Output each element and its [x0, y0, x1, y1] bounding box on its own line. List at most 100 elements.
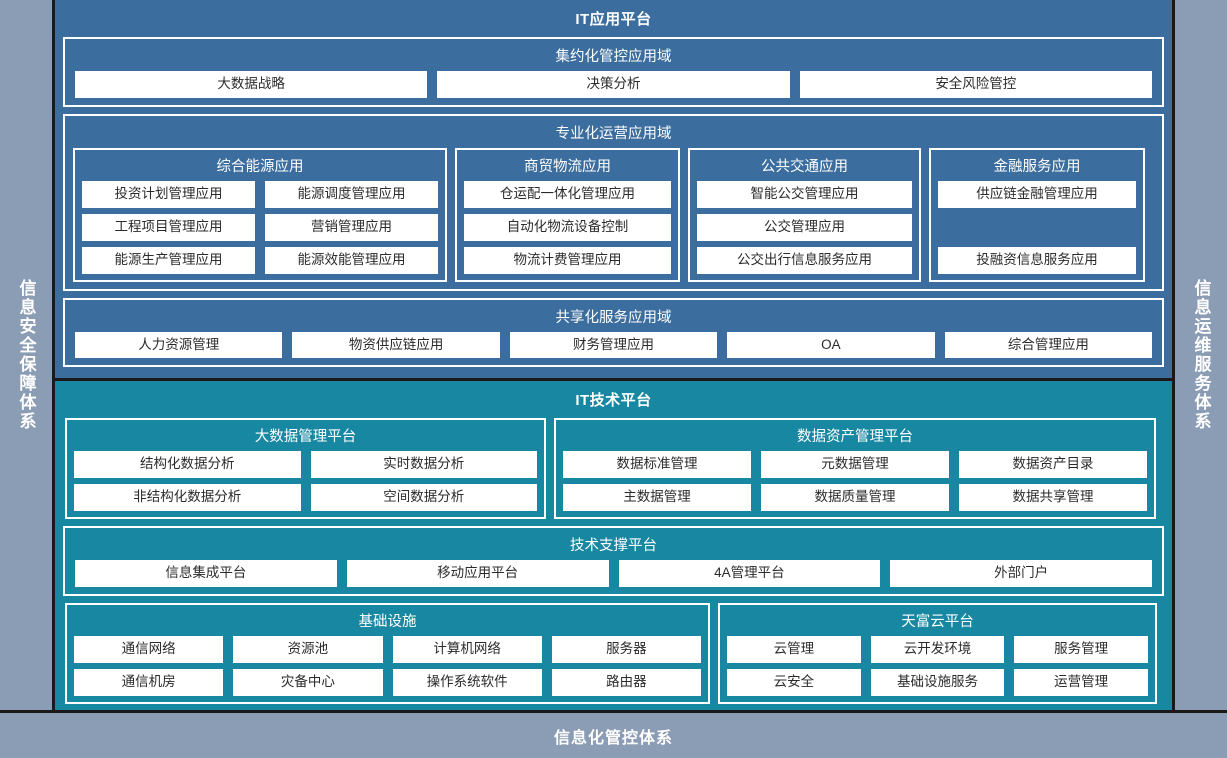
item-energy-efficiency-mgmt[interactable]: 能源效能管理应用 [265, 246, 438, 274]
item-big-data-strategy[interactable]: 大数据战略 [75, 71, 428, 98]
group-trade-logistics: 商贸物流应用 仓运配一体化管理应用 自动化物流设备控制 物流计费管理应用 [455, 147, 680, 282]
item-integrated-warehouse-transport[interactable]: 仓运配一体化管理应用 [464, 180, 671, 208]
group-financial-services-title: 金融服务应用 [993, 158, 1081, 175]
right-rail-it-operations-service: 信息运维服务体系 [1172, 0, 1227, 710]
group-row: 公交出行信息服务应用 [695, 246, 914, 274]
item-investment-plan-mgmt[interactable]: 投资计划管理应用 [82, 180, 255, 208]
group-trade-logistics-title: 商贸物流应用 [524, 158, 611, 175]
item-data-standard-mgmt[interactable]: 数据标准管理 [563, 451, 751, 479]
item-unstructured-data-analysis[interactable]: 非结构化数据分析 [74, 484, 301, 512]
group-big-data-platform-title: 大数据管理平台 [254, 429, 357, 446]
item-security-risk-control[interactable]: 安全风险管控 [799, 71, 1152, 98]
item-operating-system-software[interactable]: 操作系统软件 [392, 668, 542, 696]
item-financial-management[interactable]: 财务管理应用 [509, 331, 718, 359]
group-data-asset-platform: 数据资产管理平台 数据标准管理 元数据管理 数据资产目录 主数据管理 数据质量管… [554, 418, 1156, 520]
group-tianfu-cloud-platform: 天富云平台 云管理 云开发环境 服务管理 云安全 基础设施服务 运营管理 [718, 603, 1157, 704]
group-tianfu-cloud-platform-title: 天富云平台 [901, 614, 974, 630]
item-computer-network[interactable]: 计算机网络 [392, 636, 542, 663]
group-technical-support-platform-title: 技术支撑平台 [570, 538, 657, 555]
group-big-data-platform: 大数据管理平台 结构化数据分析 实时数据分析 非结构化数据分析 空间数据分析 [65, 418, 546, 520]
item-data-quality-mgmt[interactable]: 数据质量管理 [761, 484, 949, 512]
item-operations-management[interactable]: 运营管理 [1014, 668, 1149, 696]
item-hr-management[interactable]: 人力资源管理 [75, 331, 283, 359]
group-financial-services: 金融服务应用 供应链金融管理应用 投融资信息服务应用 [929, 147, 1145, 282]
item-master-data-mgmt[interactable]: 主数据管理 [563, 484, 751, 512]
it-technology-platform: IT技术平台 大数据管理平台 结构化数据分析 实时数据分析 非结构化数据分析 空… [55, 378, 1172, 711]
group-row: 投融资信息服务应用 [936, 246, 1138, 274]
item-cloud-security[interactable]: 云安全 [727, 668, 861, 696]
item-material-supply-chain[interactable]: 物资供应链应用 [292, 331, 500, 359]
group-row: 投资计划管理应用 能源调度管理应用 [80, 180, 440, 208]
domain-shared-services-title: 共享化服务应用域 [555, 309, 672, 326]
group-technical-support-platform: 技术支撑平台 信息集成平台 移动应用平台 4A管理平台 外部门户 [63, 526, 1164, 596]
domain-shared-services-items: 人力资源管理 物资供应链应用 财务管理应用 OA 综合管理应用 [71, 331, 1156, 359]
domain-professional-operations-title: 专业化运营应用域 [555, 125, 672, 142]
group-row: 公交管理应用 [695, 213, 914, 241]
tech-groups-row-1: 大数据管理平台 结构化数据分析 实时数据分析 非结构化数据分析 空间数据分析 数… [55, 418, 1172, 520]
group-row: 云安全 基础设施服务 运营管理 [725, 668, 1150, 696]
item-communication-room[interactable]: 通信机房 [74, 668, 224, 696]
it-application-platform-title: IT应用平台 [575, 11, 652, 28]
item-supply-chain-finance-mgmt[interactable]: 供应链金融管理应用 [938, 180, 1136, 208]
item-communication-network[interactable]: 通信网络 [74, 636, 224, 663]
item-oa[interactable]: OA [727, 331, 935, 359]
item-comprehensive-management[interactable]: 综合管理应用 [944, 331, 1153, 359]
group-integrated-energy-title: 综合能源应用 [216, 158, 304, 175]
item-investment-financing-info-service[interactable]: 投融资信息服务应用 [938, 246, 1136, 274]
item-realtime-data-analysis[interactable]: 实时数据分析 [310, 451, 537, 479]
group-row [936, 214, 1138, 241]
item-infrastructure-service[interactable]: 基础设施服务 [870, 668, 1005, 696]
item-logistics-billing-mgmt[interactable]: 物流计费管理应用 [464, 246, 671, 274]
bottom-bar-informatization-governance: 信息化管控体系 [0, 710, 1227, 758]
domain-intensive-control-items: 大数据战略 决策分析 安全风险管控 [71, 71, 1156, 98]
item-cloud-dev-environment[interactable]: 云开发环境 [870, 636, 1005, 663]
item-energy-production-mgmt[interactable]: 能源生产管理应用 [82, 246, 255, 274]
group-row: 通信机房 灾备中心 操作系统软件 路由器 [72, 668, 703, 696]
it-technology-platform-title: IT技术平台 [575, 392, 652, 410]
item-information-integration-platform[interactable]: 信息集成平台 [75, 560, 337, 587]
item-metadata-mgmt[interactable]: 元数据管理 [761, 451, 949, 479]
left-rail-information-security: 信息安全保障体系 [0, 0, 55, 710]
item-bus-mgmt[interactable]: 公交管理应用 [697, 213, 912, 241]
tech-groups-row-2: 基础设施 通信网络 资源池 计算机网络 服务器 通信机房 灾备中心 操作系统软件… [55, 603, 1172, 704]
item-marketing-mgmt[interactable]: 营销管理应用 [265, 213, 438, 241]
item-placeholder [938, 214, 1136, 241]
item-decision-analysis[interactable]: 决策分析 [437, 71, 790, 98]
item-4a-management-platform[interactable]: 4A管理平台 [618, 560, 881, 587]
it-application-platform: IT应用平台 集约化管控应用域 大数据战略 决策分析 安全风险管控 专业化运营应… [55, 0, 1172, 379]
group-row: 智能公交管理应用 [695, 180, 914, 208]
item-data-asset-catalog[interactable]: 数据资产目录 [959, 451, 1147, 479]
item-structured-data-analysis[interactable]: 结构化数据分析 [74, 451, 301, 479]
item-service-management[interactable]: 服务管理 [1014, 636, 1149, 663]
item-smart-bus-mgmt[interactable]: 智能公交管理应用 [697, 180, 912, 208]
item-disaster-recovery-center[interactable]: 灾备中心 [233, 668, 383, 696]
item-resource-pool[interactable]: 资源池 [233, 636, 383, 663]
group-row: 结构化数据分析 实时数据分析 [72, 451, 539, 479]
domain-intensive-control: 集约化管控应用域 大数据战略 决策分析 安全风险管控 [63, 37, 1164, 107]
item-mobile-application-platform[interactable]: 移动应用平台 [346, 560, 609, 587]
item-server[interactable]: 服务器 [551, 636, 701, 663]
group-row: 主数据管理 数据质量管理 数据共享管理 [561, 484, 1149, 512]
domain-professional-operations: 专业化运营应用域 综合能源应用 投资计划管理应用 能源调度管理应用 工程项目管理… [63, 113, 1164, 291]
group-infrastructure: 基础设施 通信网络 资源池 计算机网络 服务器 通信机房 灾备中心 操作系统软件… [65, 603, 710, 704]
item-data-sharing-mgmt[interactable]: 数据共享管理 [959, 484, 1147, 512]
item-automated-logistics-equipment-control[interactable]: 自动化物流设备控制 [464, 213, 671, 241]
group-row: 供应链金融管理应用 [936, 180, 1138, 208]
item-external-portal[interactable]: 外部门户 [890, 560, 1152, 587]
item-cloud-management[interactable]: 云管理 [727, 636, 861, 663]
item-router[interactable]: 路由器 [551, 668, 701, 696]
item-bus-travel-info-service[interactable]: 公交出行信息服务应用 [697, 246, 912, 274]
item-energy-dispatch-mgmt[interactable]: 能源调度管理应用 [265, 180, 438, 208]
domain-intensive-control-title: 集约化管控应用域 [555, 49, 672, 65]
domain-shared-services: 共享化服务应用域 人力资源管理 物资供应链应用 财务管理应用 OA 综合管理应用 [63, 297, 1164, 368]
item-engineering-project-mgmt[interactable]: 工程项目管理应用 [82, 213, 255, 241]
diagram-body: 信息安全保障体系 IT应用平台 集约化管控应用域 大数据战略 决策分析 安全风险… [0, 0, 1227, 711]
group-public-transit-title: 公共交通应用 [761, 158, 848, 175]
group-row: 能源生产管理应用 能源效能管理应用 [80, 246, 440, 274]
professional-operations-groups: 综合能源应用 投资计划管理应用 能源调度管理应用 工程项目管理应用 营销管理应用… [71, 147, 1156, 282]
item-spatial-data-analysis[interactable]: 空间数据分析 [310, 484, 537, 512]
technical-support-items: 信息集成平台 移动应用平台 4A管理平台 外部门户 [71, 560, 1156, 587]
group-row: 仓运配一体化管理应用 [462, 180, 673, 208]
group-row: 非结构化数据分析 空间数据分析 [72, 484, 539, 512]
